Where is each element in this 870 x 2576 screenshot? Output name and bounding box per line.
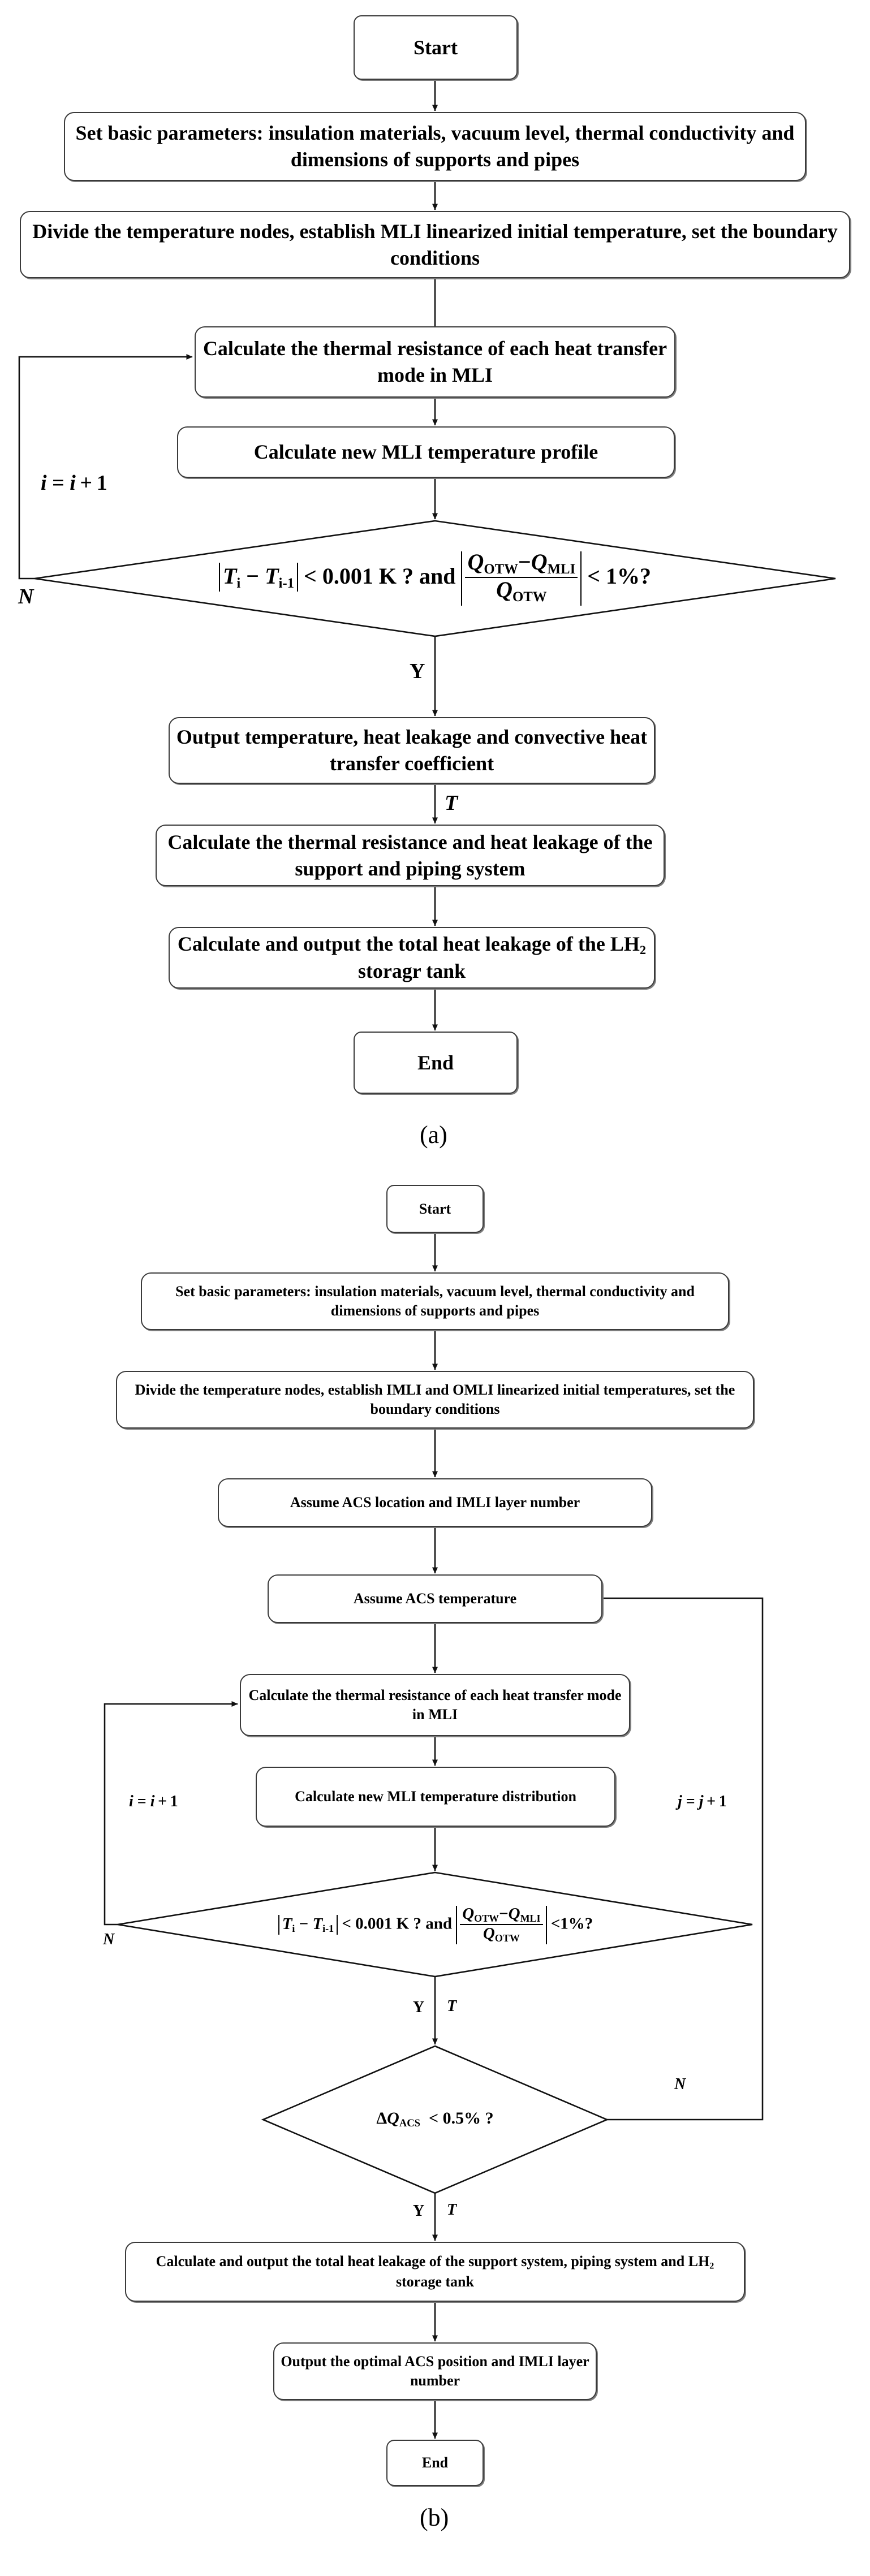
b-divide-nodes-node[interactable]: Divide the temperature nodes, establish … bbox=[116, 1371, 754, 1429]
a-end-node[interactable]: End bbox=[354, 1032, 518, 1094]
b-calc-distribution-label: Calculate new MLI temperature distributi… bbox=[295, 1788, 576, 1805]
b-temperature-edge-2-label: T bbox=[447, 2201, 457, 2219]
b-start-label: Start bbox=[419, 1200, 451, 1217]
b-assume-location-label: Assume ACS location and IMLI layer numbe… bbox=[290, 1494, 580, 1511]
b-loop-counter-j-label: j = j + 1 bbox=[678, 1793, 727, 1810]
a-convergence-decision-text: Ti − Ti-1 < 0.001 K ? and QOTW−QMLI QOTW… bbox=[152, 550, 718, 606]
b-divide-nodes-label: Divide the temperature nodes, establish … bbox=[135, 1382, 735, 1417]
a-calc-total-label: Calculate and output the total heat leak… bbox=[177, 932, 647, 983]
a-branch-no-label: N bbox=[18, 585, 34, 609]
b-calc-resistance-node[interactable]: Calculate the thermal resistance of each… bbox=[240, 1674, 630, 1736]
a-calc-profile-node[interactable]: Calculate new MLI temperature profile bbox=[177, 426, 675, 478]
b-calc-distribution-node[interactable]: Calculate new MLI temperature distributi… bbox=[256, 1767, 615, 1827]
a-calc-profile-label: Calculate new MLI temperature profile bbox=[253, 441, 598, 464]
b-set-parameters-node[interactable]: Set basic parameters: insulation materia… bbox=[141, 1272, 729, 1330]
a-calc-total-node[interactable]: Calculate and output the total heat leak… bbox=[169, 927, 655, 989]
panel-a-caption: (a) bbox=[420, 1121, 447, 1149]
a-calc-support-label: Calculate the thermal resistance and hea… bbox=[167, 830, 653, 880]
a-set-parameters-label: Set basic parameters: insulation materia… bbox=[75, 122, 795, 171]
a-divide-nodes-label: Divide the temperature nodes, establish … bbox=[32, 219, 838, 269]
a-branch-yes-label: Y bbox=[410, 659, 425, 683]
a-calc-resistance-node[interactable]: Calculate the thermal resistance of each… bbox=[195, 326, 675, 398]
b-branch-yes-1-label: Y bbox=[413, 1999, 425, 2016]
b-assume-location-node[interactable]: Assume ACS location and IMLI layer numbe… bbox=[218, 1478, 652, 1527]
b-output-optimal-node[interactable]: Output the optimal ACS position and IMLI… bbox=[273, 2342, 597, 2400]
b-calc-resistance-label: Calculate the thermal resistance of each… bbox=[248, 1687, 622, 1723]
a-calc-support-node[interactable]: Calculate the thermal resistance and hea… bbox=[156, 825, 665, 886]
b-branch-no-1-label: N bbox=[103, 1931, 115, 1948]
b-branch-no-2-label: N bbox=[674, 2076, 686, 2093]
b-end-node[interactable]: End bbox=[386, 2440, 484, 2486]
a-loop-counter-label: i = i + 1 bbox=[41, 471, 107, 495]
a-temperature-edge-label: T bbox=[445, 791, 458, 815]
b-calc-total-label: Calculate and output the total heat leak… bbox=[156, 2253, 714, 2290]
b-branch-yes-2-label: Y bbox=[413, 2202, 425, 2220]
b-output-optimal-label: Output the optimal ACS position and IMLI… bbox=[281, 2353, 589, 2389]
b-assume-temperature-node[interactable]: Assume ACS temperature bbox=[268, 1574, 602, 1623]
a-decision-expression: Ti − Ti-1 < 0.001 K ? and QOTW−QMLI QOTW… bbox=[218, 550, 651, 606]
b-decision1-expression: Ti − Ti-1 < 0.001 K ? and QOTW−QMLI QOTW… bbox=[278, 1905, 593, 1944]
b-calc-total-node[interactable]: Calculate and output the total heat leak… bbox=[125, 2242, 745, 2302]
a-start-node[interactable]: Start bbox=[354, 15, 518, 80]
a-output-temperature-label: Output temperature, heat leakage and con… bbox=[176, 726, 648, 775]
b-assume-temperature-label: Assume ACS temperature bbox=[353, 1590, 517, 1607]
panel-b-caption: (b) bbox=[420, 2504, 449, 2531]
b-decision2-expression: ΔQACS < 0.5% ? bbox=[376, 2109, 494, 2130]
b-set-parameters-label: Set basic parameters: insulation materia… bbox=[175, 1283, 695, 1319]
a-end-label: End bbox=[417, 1051, 454, 1074]
a-start-label: Start bbox=[414, 36, 458, 59]
a-calc-resistance-label: Calculate the thermal resistance of each… bbox=[203, 337, 667, 386]
a-output-temperature-node[interactable]: Output temperature, heat leakage and con… bbox=[169, 717, 655, 784]
a-set-parameters-node[interactable]: Set basic parameters: insulation materia… bbox=[64, 112, 806, 181]
b-start-node[interactable]: Start bbox=[386, 1185, 484, 1233]
b-loop-counter-i-label: i = i + 1 bbox=[129, 1793, 178, 1810]
b-temperature-edge-1-label: T bbox=[447, 1997, 457, 2015]
a-divide-nodes-node[interactable]: Divide the temperature nodes, establish … bbox=[20, 211, 850, 278]
b-convergence-decision-text: Ti − Ti-1 < 0.001 K ? and QOTW−QMLI QOTW… bbox=[215, 1905, 656, 1944]
b-acs-decision-text: ΔQACS < 0.5% ? bbox=[322, 2105, 548, 2134]
b-end-label: End bbox=[421, 2454, 449, 2471]
